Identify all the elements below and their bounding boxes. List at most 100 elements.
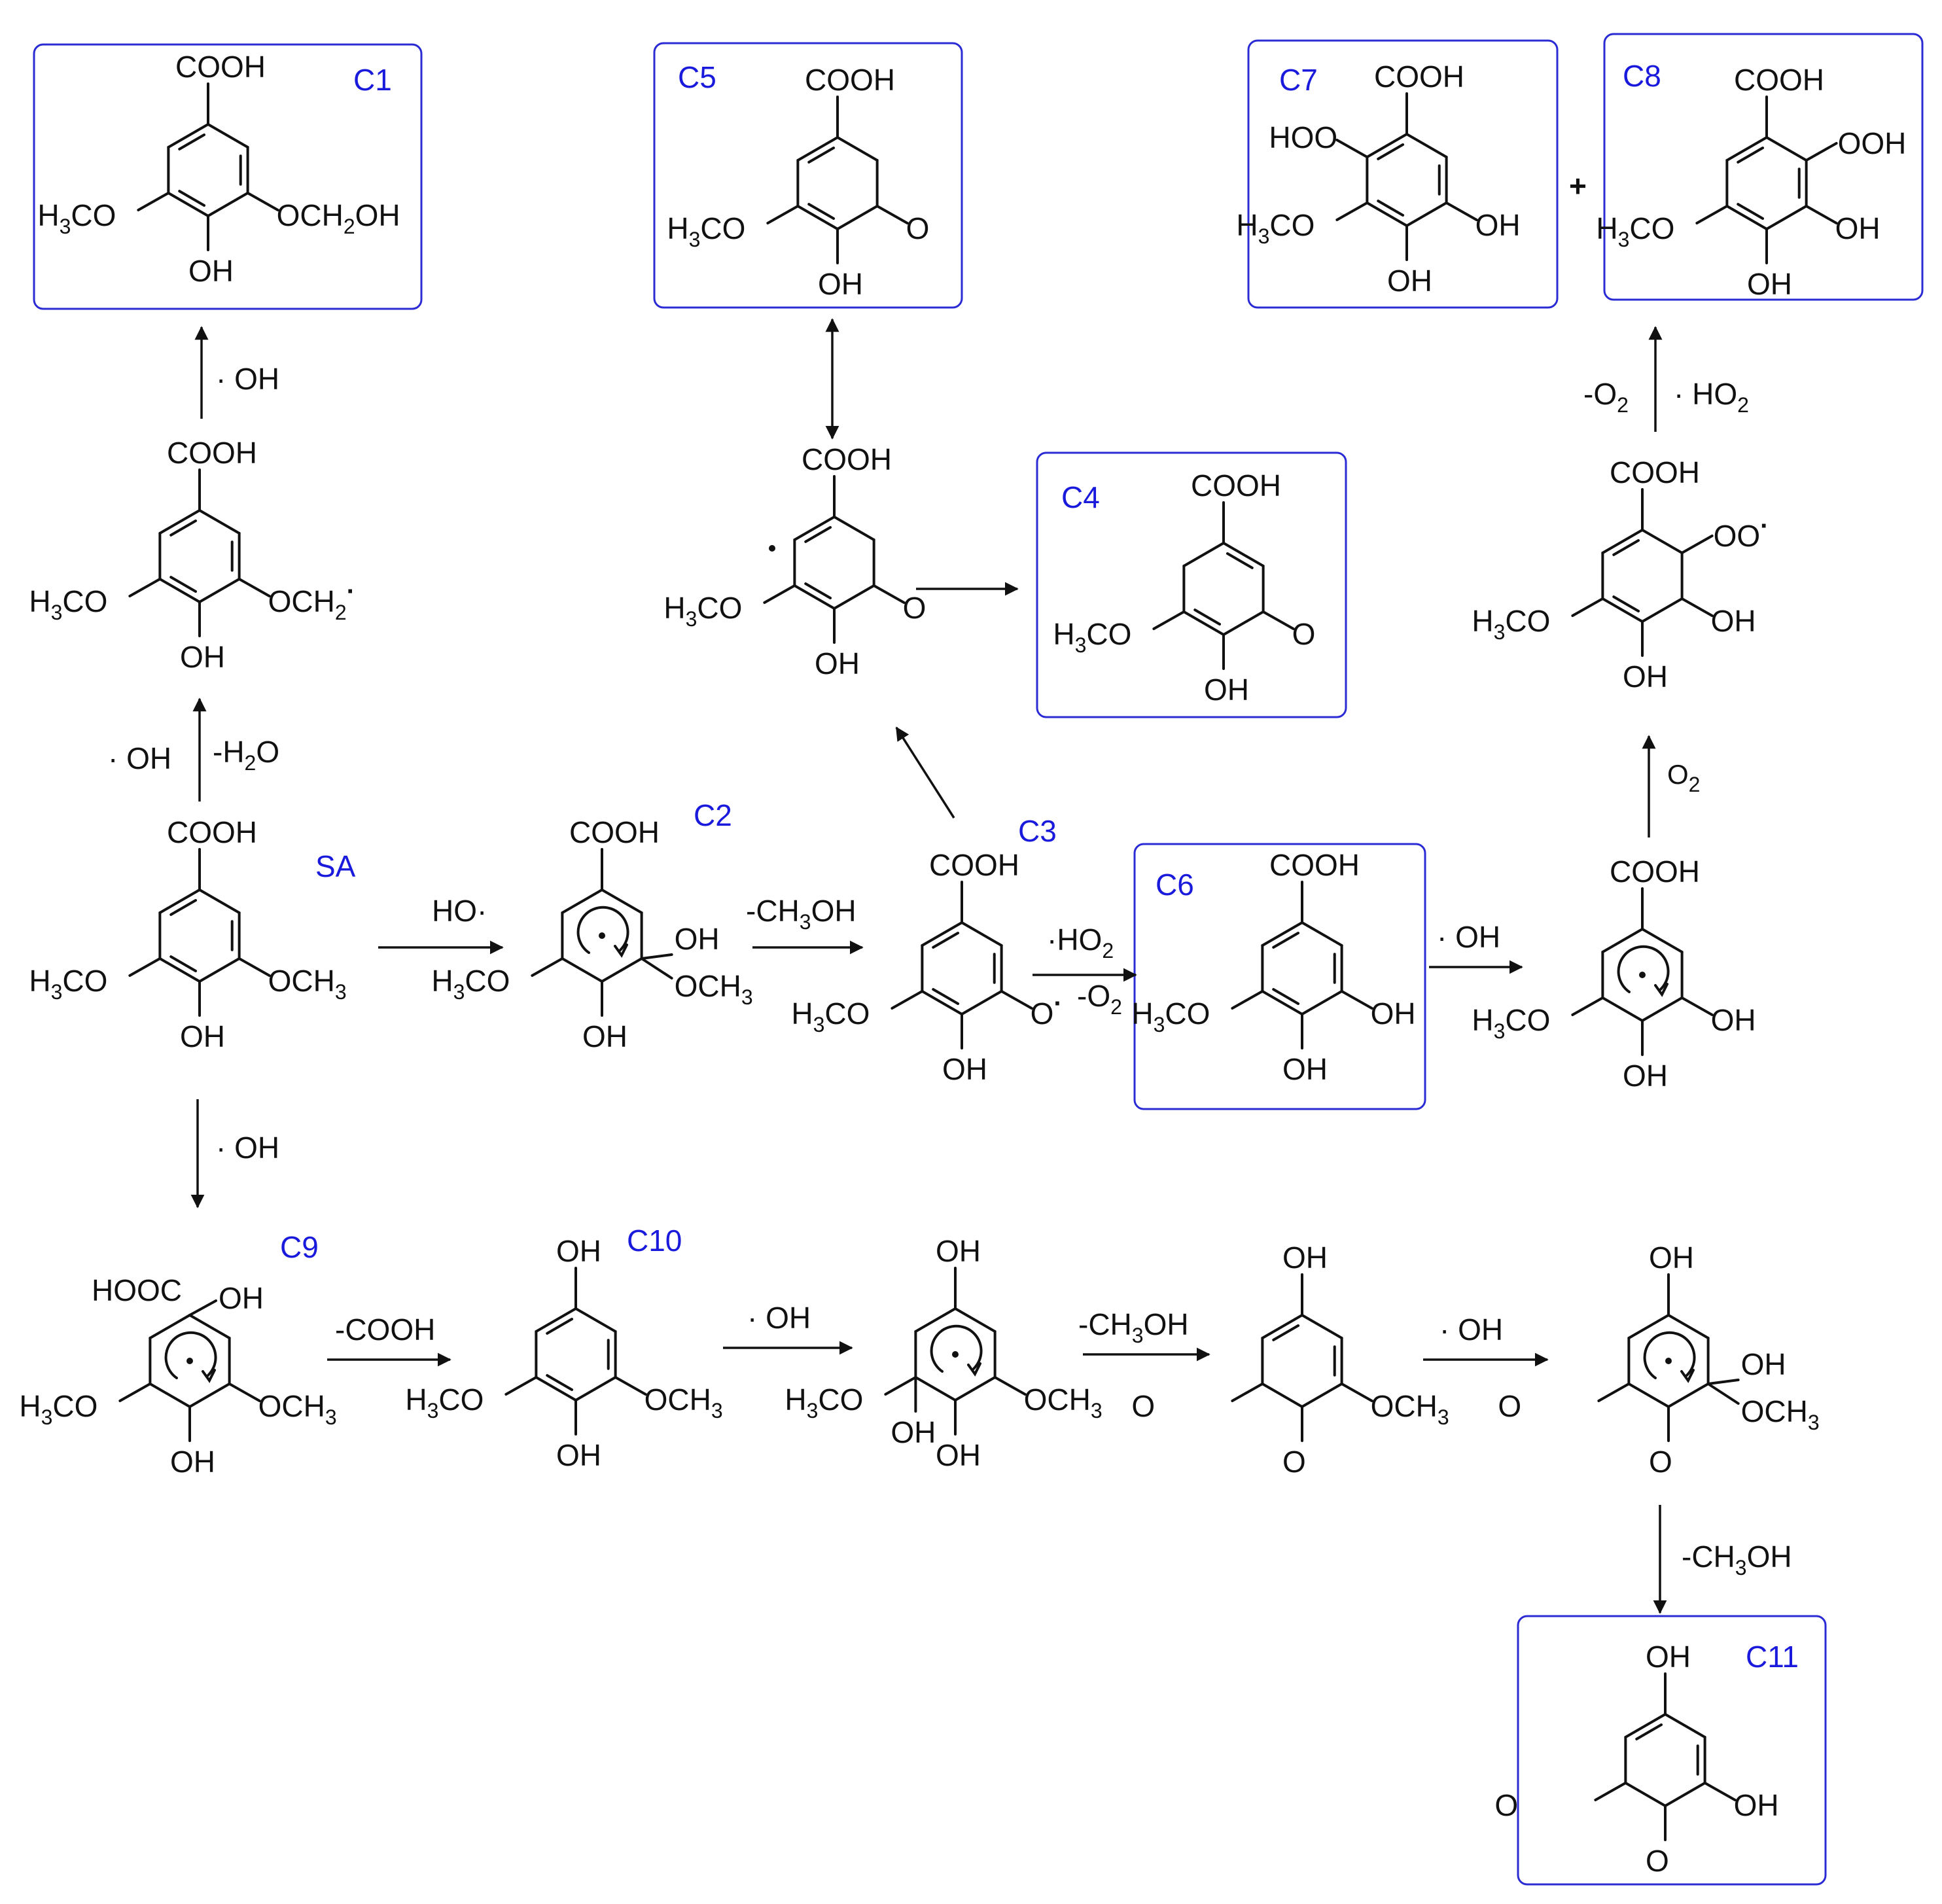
substituent-oh: OH — [891, 1415, 936, 1449]
reagent-minus-cooh: -COOH — [335, 1313, 435, 1347]
substituent-top: COOH — [1269, 848, 1360, 882]
substituent-top: COOH — [929, 848, 1019, 882]
ring-bond — [1182, 542, 1225, 567]
arc-arrowhead — [1654, 983, 1668, 997]
substituent-left: O — [1498, 1389, 1521, 1423]
arc-arrowhead — [202, 1369, 216, 1383]
radical-dot — [1665, 1358, 1672, 1364]
arc-arrowhead — [967, 1362, 981, 1377]
ring-bond — [1261, 921, 1303, 947]
ring-bond — [796, 136, 839, 162]
double-bond — [1272, 988, 1300, 1005]
ring — [1182, 542, 1265, 636]
substituent-top: COOH — [1191, 468, 1281, 502]
double-bond — [1193, 608, 1222, 626]
box-c8 — [1603, 33, 1924, 301]
ring-bond — [1667, 1314, 1710, 1339]
ring-bond — [1641, 928, 1684, 953]
bond — [1680, 996, 1714, 1016]
ring-bond — [188, 1314, 231, 1339]
double-bond — [804, 582, 832, 599]
bond — [1594, 1782, 1627, 1801]
substituent-bottom: OH — [180, 640, 225, 674]
ring-bond — [158, 509, 201, 535]
substituent-bottom: OH — [188, 254, 234, 288]
ring-bond — [158, 889, 201, 914]
ring-bond — [1182, 610, 1225, 636]
ring-bond — [796, 205, 839, 230]
substituent-bottom: OH — [1623, 1059, 1668, 1093]
ring-bond — [1641, 597, 1684, 623]
delocalized-radical-arc — [576, 906, 629, 954]
bond — [640, 953, 673, 960]
substituent-ooh: OOH — [1838, 126, 1907, 160]
bond — [1335, 202, 1369, 221]
arc-arrowhead — [1680, 1369, 1695, 1383]
substituent-left: H3CO — [1053, 617, 1131, 657]
compound-id-c10: C10 — [627, 1224, 682, 1258]
substituent-top: OH — [556, 1234, 601, 1268]
reagent-oh-radical: · OH — [747, 1301, 811, 1335]
substituent-oh: OH — [675, 922, 720, 956]
bond — [891, 990, 924, 1010]
reagent-ho2-radical-spaced: · HO2 — [1674, 377, 1749, 417]
bond — [118, 1383, 152, 1402]
substituent-oo-radical: OO· — [1714, 512, 1769, 553]
substituent-bottom: OH — [1282, 1052, 1328, 1086]
ring — [149, 1314, 231, 1408]
bond — [766, 205, 800, 224]
compound-id-c7: C7 — [1279, 63, 1318, 97]
double-bond — [169, 899, 198, 916]
substituent-hoo: HOO — [1269, 120, 1337, 154]
ring-bond — [1601, 597, 1644, 623]
substituent-left: H3CO — [37, 198, 116, 238]
double-bond — [178, 190, 206, 207]
bond — [763, 584, 796, 604]
ring-bond — [961, 921, 1003, 947]
bond — [1231, 1383, 1264, 1402]
bond — [875, 205, 909, 224]
ring-bond — [1601, 529, 1644, 554]
double-bond — [546, 1374, 574, 1391]
ring — [561, 889, 643, 983]
double-bond — [807, 147, 836, 164]
ring-bond — [1664, 1782, 1706, 1807]
substituent-top: OH — [1649, 1241, 1694, 1275]
substituent-bottom: OH — [942, 1052, 987, 1086]
radical-dot — [186, 1358, 193, 1364]
radical-dot — [599, 932, 605, 939]
substituent-bottom: OH — [1204, 673, 1249, 707]
substituent-right: OCH3 — [1371, 1389, 1449, 1429]
bond — [1445, 202, 1478, 221]
ring — [1601, 529, 1684, 623]
ring-bond — [198, 509, 241, 535]
substituent-top: COOH — [1734, 63, 1824, 97]
delocalized-radical-arc — [930, 1324, 983, 1373]
bond — [1262, 610, 1295, 630]
ring-bond — [1765, 205, 1808, 230]
substituent-left: H3CO — [791, 996, 870, 1036]
compound-id-sa: SA — [315, 849, 356, 883]
reagent-oh-radical: · OH — [216, 362, 279, 396]
substituent-left: H3CO — [19, 1389, 97, 1429]
substituent-top: OH — [1646, 1640, 1691, 1674]
substituent-right: OCH3 — [1024, 1383, 1103, 1422]
substituent-oh: OH — [219, 1281, 264, 1315]
substituent-right: O· — [1031, 989, 1063, 1031]
ring-bond — [1664, 1713, 1706, 1738]
bond — [128, 578, 162, 597]
ring — [1601, 928, 1684, 1022]
ring-bond — [961, 990, 1003, 1015]
substituent-right: OH — [1711, 1003, 1756, 1037]
bond — [1680, 535, 1714, 554]
substituent-left: O — [1131, 1389, 1155, 1423]
reagent-minus-ch3oh: -CH3OH — [1078, 1307, 1189, 1347]
reagent-minus-h2o: -H2O — [213, 735, 279, 775]
double-bond — [1612, 595, 1640, 612]
ring-bond — [158, 957, 201, 983]
substituent-left: H3CO — [667, 211, 745, 251]
substituent-left: H3CO — [663, 591, 742, 631]
ring-bond — [1405, 133, 1448, 158]
ring-bond — [167, 192, 209, 217]
substituent-right: OCH3 — [268, 964, 347, 1004]
